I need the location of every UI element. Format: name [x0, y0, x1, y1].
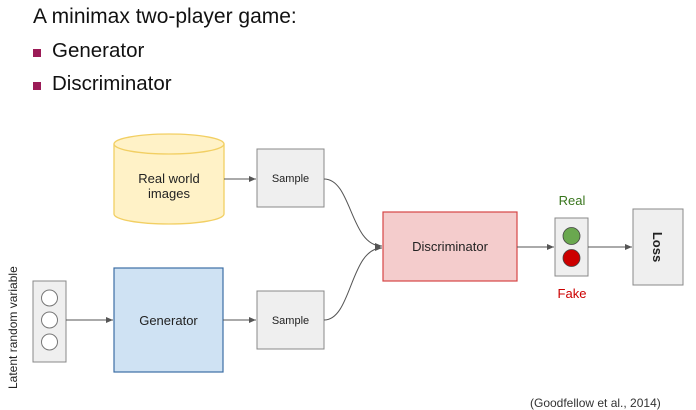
real-world-images-database: Real world images — [113, 133, 225, 225]
real-fake-indicator — [554, 217, 589, 277]
database-label-line2: images — [148, 186, 190, 201]
sample-label: Sample — [272, 315, 309, 327]
database-label-line1: Real world — [138, 171, 199, 186]
latent-node-icon — [41, 333, 58, 351]
loss-box: Loss — [632, 208, 684, 286]
fake-light-icon — [562, 249, 581, 267]
latent-variable-box — [32, 280, 67, 363]
generator-box: Generator — [113, 267, 224, 373]
loss-label: Loss — [650, 232, 665, 262]
arrow-real-sample-to-discriminator — [323, 178, 383, 249]
latent-variable-label: Latent random variable — [6, 266, 20, 389]
bullet-label: Discriminator — [52, 72, 172, 95]
fake-label: Fake — [558, 286, 587, 301]
bullet-square-icon — [33, 48, 41, 57]
latent-node-icon — [41, 311, 58, 329]
bullet-discriminator: Discriminator — [33, 72, 172, 96]
citation-footnote: (Goodfellow et al., 2014) — [530, 396, 661, 410]
real-light-icon — [562, 227, 581, 245]
discriminator-box: Discriminator — [382, 211, 518, 282]
sample-box-real: Sample — [256, 148, 325, 208]
latent-node-icon — [41, 289, 58, 307]
slide-heading: A minimax two-player game: — [33, 5, 297, 28]
connectors — [66, 176, 632, 323]
bullet-label: Generator — [52, 39, 145, 62]
bullet-square-icon — [33, 81, 41, 90]
discriminator-label: Discriminator — [412, 239, 489, 254]
real-label: Real — [559, 193, 586, 208]
sample-label: Sample — [272, 173, 309, 185]
generator-label: Generator — [139, 313, 198, 328]
sample-box-fake: Sample — [256, 290, 325, 350]
bullet-generator: Generator — [33, 39, 144, 63]
arrow-fake-sample-to-discriminator — [323, 245, 383, 321]
